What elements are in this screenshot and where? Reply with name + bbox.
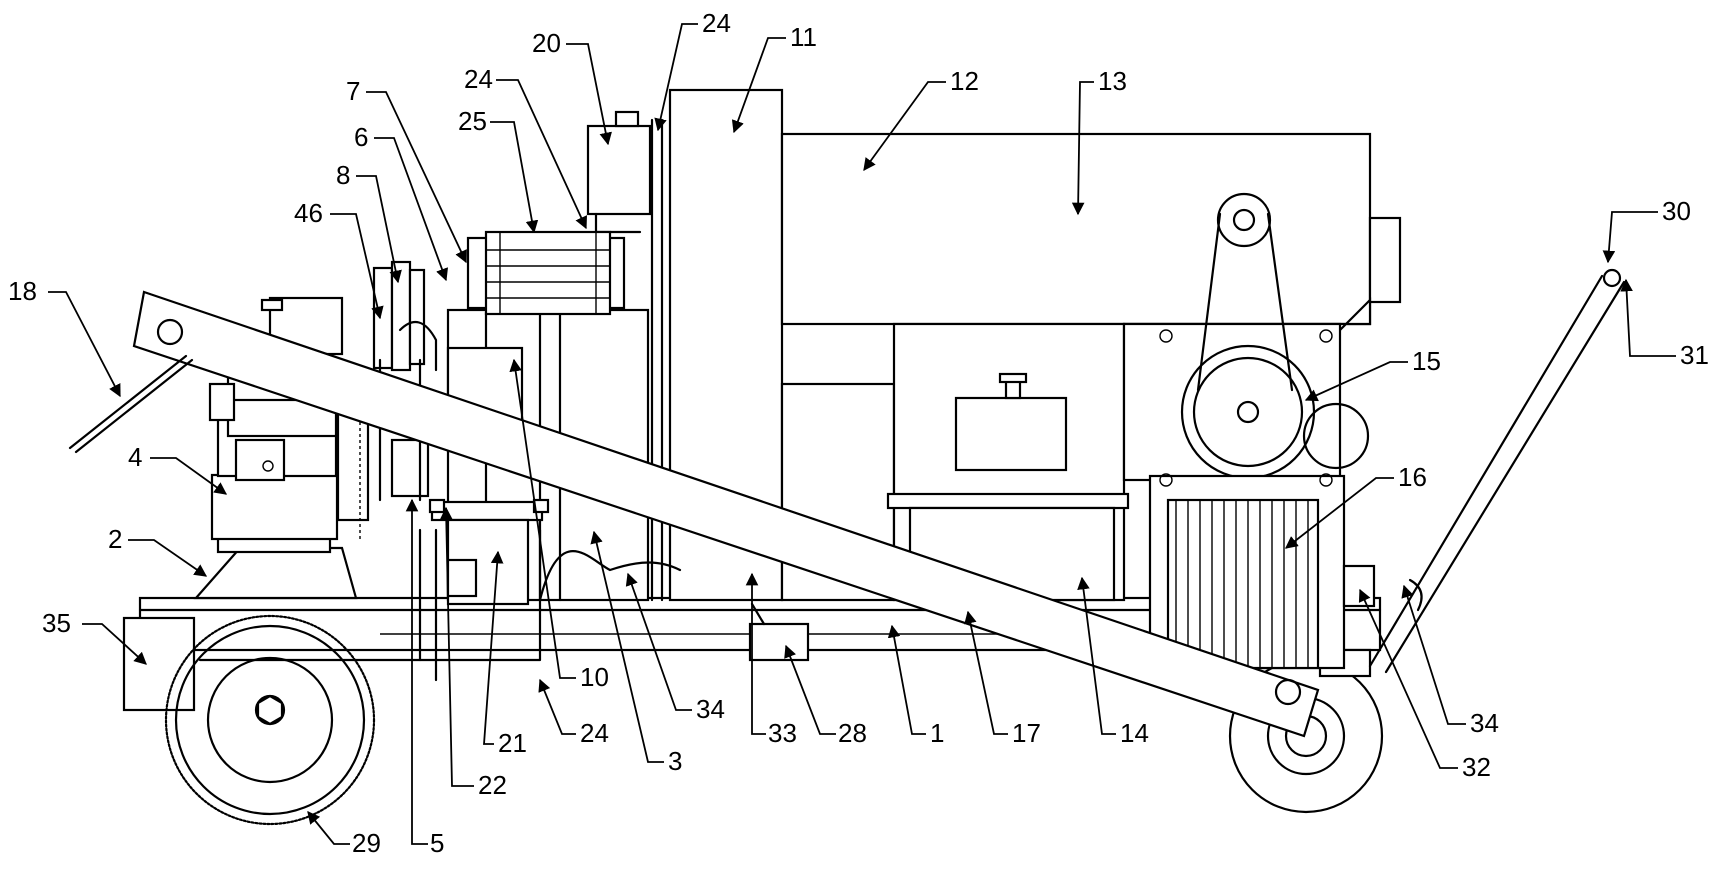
svg-text:34: 34 [1470,708,1499,738]
svg-text:28: 28 [838,718,867,748]
svg-text:7: 7 [346,76,360,106]
svg-text:10: 10 [580,662,609,692]
label-24a: 24 [538,678,609,748]
svg-text:25: 25 [458,106,487,136]
conveyor-belt [132,290,1320,738]
svg-text:31: 31 [1680,340,1709,370]
water-tank [586,124,652,216]
radiator [466,230,626,316]
label-16: 16 [1285,462,1427,549]
label-3: 3 [590,530,682,776]
label-14: 14 [1077,576,1149,748]
svg-text:35: 35 [42,608,71,638]
svg-text:20: 20 [532,28,561,58]
svg-text:13: 13 [1098,66,1127,96]
label-5: 5 [405,498,444,858]
label-29: 29 [307,811,381,858]
svg-text:6: 6 [354,122,368,152]
svg-text:24: 24 [464,64,493,94]
svg-text:24: 24 [580,718,609,748]
pulley-set [372,260,438,502]
label-10: 10 [509,358,609,692]
handle-18 [68,354,194,454]
label-12: 12 [863,66,979,172]
label-7: 7 [346,76,467,264]
label-8: 8 [336,160,402,284]
svg-text:33: 33 [768,718,797,748]
label-4: 4 [128,442,228,495]
hose [538,550,682,602]
grille-unit [1148,473,1376,670]
svg-text:1: 1 [930,718,944,748]
svg-text:5: 5 [430,828,444,858]
label-35: 35 [42,608,147,665]
label-33: 33 [745,572,797,748]
label-46: 46 [294,198,384,320]
label-11: 11 [731,22,817,134]
label-34b: 34 [1401,584,1499,738]
label-20: 20 [532,28,612,146]
label-32: 32 [1358,588,1491,782]
label-21: 21 [483,550,527,758]
svg-text:3: 3 [668,746,682,776]
label-24c: 24 [654,8,731,132]
svg-text:18: 18 [8,276,37,306]
svg-text:14: 14 [1120,718,1149,748]
belt-drive [1122,192,1370,482]
label-30: 30 [1602,196,1691,264]
rear-wheel [164,614,376,826]
svg-text:12: 12 [950,66,979,96]
label-22: 22 [439,506,507,800]
svg-text:16: 16 [1398,462,1427,492]
label-13: 13 [1071,66,1127,216]
svg-text:11: 11 [790,22,817,52]
svg-text:17: 17 [1012,718,1041,748]
svg-text:29: 29 [352,828,381,858]
label-24b: 24 [464,64,587,230]
label-15: 15 [1304,346,1441,402]
svg-text:21: 21 [498,728,527,758]
svg-text:4: 4 [128,442,142,472]
svg-text:34: 34 [696,694,725,724]
label-2: 2 [108,524,208,577]
svg-text:30: 30 [1662,196,1691,226]
label-17: 17 [964,610,1041,748]
label-6: 6 [354,122,449,282]
label-34a: 34 [625,572,725,724]
svg-text:8: 8 [336,160,350,190]
svg-text:24: 24 [702,8,731,38]
svg-text:32: 32 [1462,752,1491,782]
label-1: 1 [887,624,944,748]
svg-text:15: 15 [1412,346,1441,376]
svg-text:22: 22 [478,770,507,800]
label-28: 28 [784,644,867,748]
pump-motor [198,498,550,682]
label-31: 31 [1620,278,1709,370]
label-18: 18 [8,276,121,398]
label-25: 25 [458,106,539,234]
svg-text:46: 46 [294,198,323,228]
small-block [748,622,810,662]
svg-text:2: 2 [108,524,122,554]
